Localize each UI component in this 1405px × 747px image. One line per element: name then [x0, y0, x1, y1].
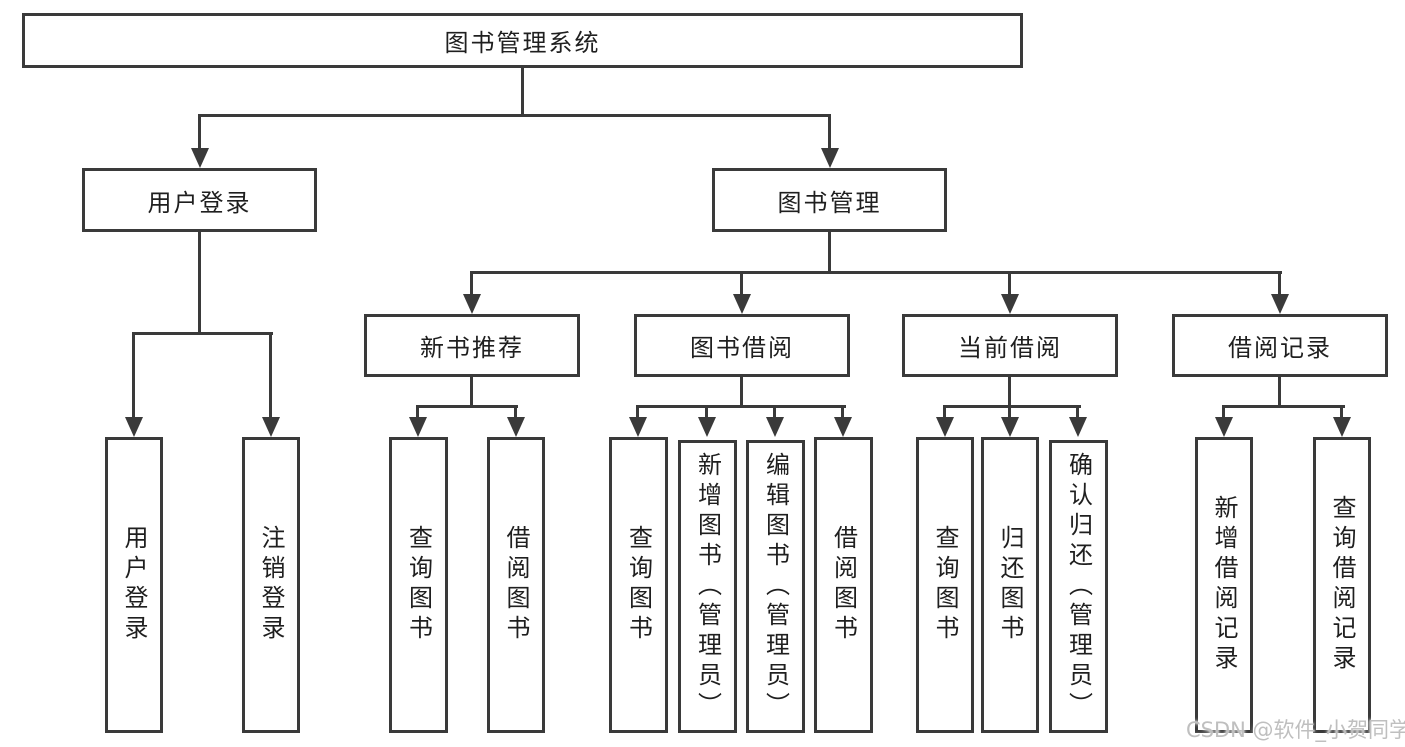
leaf-query-borrow-record: 查询借阅记录 — [1313, 437, 1371, 733]
connector-newbook-c2 — [514, 405, 517, 419]
connector-borrow-c4 — [841, 405, 844, 419]
node-current-borrowing: 当前借阅 — [902, 314, 1118, 377]
connector-mgmt-stem — [828, 232, 831, 274]
node-borrowing-records: 借阅记录 — [1172, 314, 1388, 377]
arrow-to-current-borrow — [1001, 294, 1019, 314]
connector-records-bus — [1222, 405, 1345, 408]
node-library-system-label: 图书管理系统 — [444, 29, 601, 57]
leaf-current-query-books-label: 查询图书 — [931, 525, 959, 645]
arrow-to-leaf-logout — [262, 417, 280, 437]
connector-to-new-book — [470, 271, 473, 296]
connector-current-c1 — [943, 405, 946, 419]
arrow-to-user-login — [191, 148, 209, 168]
connector-current-c2 — [1008, 405, 1011, 419]
node-new-book-recommend-label: 新书推荐 — [420, 334, 524, 362]
arrow-to-new-book — [463, 294, 481, 314]
connector-root-stem — [521, 68, 524, 116]
arrow-records-c1 — [1215, 417, 1233, 437]
connector-borrow-c1 — [636, 405, 639, 419]
arrow-to-book-mgmt — [821, 148, 839, 168]
leaf-return-books: 归还图书 — [981, 437, 1039, 733]
arrow-borrow-c1 — [629, 417, 647, 437]
node-user-login: 用户登录 — [82, 168, 317, 232]
connector-to-user-login — [198, 114, 201, 150]
arrow-current-c3 — [1069, 417, 1087, 437]
leaf-recommend-borrow-books: 借阅图书 — [487, 437, 545, 733]
arrow-to-book-borrow — [733, 294, 751, 314]
leaf-add-books-admin-label: 新增图书（管理员） — [693, 451, 722, 722]
node-book-borrowing-label: 图书借阅 — [690, 334, 794, 362]
leaf-return-books-label: 归还图书 — [996, 525, 1024, 645]
leaf-confirm-return-admin-label: 确认归还（管理员） — [1064, 451, 1093, 722]
node-book-borrowing: 图书借阅 — [634, 314, 850, 377]
leaf-borrowing-query-books-label: 查询图书 — [624, 525, 653, 645]
leaf-edit-books-admin: 编辑图书（管理员） — [746, 440, 805, 733]
leaf-add-borrow-record-label: 新增借阅记录 — [1210, 495, 1238, 675]
leaf-add-books-admin: 新增图书（管理员） — [678, 440, 737, 733]
connector-to-leaf-user-login — [132, 332, 135, 419]
connector-mgmt-bus — [470, 271, 1282, 274]
connector-to-book-borrow — [740, 271, 743, 296]
node-new-book-recommend: 新书推荐 — [364, 314, 580, 377]
connector-borrow-bus — [636, 405, 846, 408]
leaf-recommend-query-books: 查询图书 — [389, 437, 448, 733]
connector-root-bus — [198, 114, 831, 117]
connector-borrow-stem — [740, 377, 743, 408]
connector-newbook-stem — [470, 377, 473, 408]
connector-login-bus — [132, 332, 273, 335]
leaf-recommend-borrow-books-label: 借阅图书 — [502, 525, 530, 645]
connector-to-leaf-logout — [269, 332, 272, 419]
node-current-borrowing-label: 当前借阅 — [958, 334, 1062, 362]
connector-newbook-bus — [416, 405, 518, 408]
arrow-records-c2 — [1333, 417, 1351, 437]
connector-records-stem — [1278, 377, 1281, 408]
node-borrowing-records-label: 借阅记录 — [1228, 334, 1332, 362]
leaf-borrowing-borrow-books-label: 借阅图书 — [829, 525, 858, 645]
connector-records-c2 — [1340, 405, 1343, 419]
connector-borrow-c2 — [705, 405, 708, 419]
leaf-edit-books-admin-label: 编辑图书（管理员） — [761, 451, 790, 722]
arrow-borrow-c4 — [834, 417, 852, 437]
csdn-watermark: CSDN @软件_小贺同学 — [1186, 718, 1405, 742]
leaf-borrowing-query-books: 查询图书 — [609, 437, 668, 733]
leaf-confirm-return-admin: 确认归还（管理员） — [1049, 440, 1108, 733]
connector-to-current-borrow — [1008, 271, 1011, 296]
leaf-user-login-label: 用户登录 — [120, 525, 148, 645]
node-book-management: 图书管理 — [712, 168, 947, 232]
node-book-management-label: 图书管理 — [777, 188, 882, 217]
node-user-login-label: 用户登录 — [147, 188, 252, 217]
leaf-query-borrow-record-label: 查询借阅记录 — [1328, 495, 1356, 675]
leaf-logout-label: 注销登录 — [257, 525, 285, 645]
arrow-current-c1 — [936, 417, 954, 437]
leaf-recommend-query-books-label: 查询图书 — [404, 525, 433, 645]
connector-newbook-c1 — [416, 405, 419, 419]
connector-current-stem — [1008, 377, 1011, 408]
arrow-borrow-c2 — [698, 417, 716, 437]
connector-borrow-c3 — [773, 405, 776, 419]
node-library-system: 图书管理系统 — [22, 13, 1023, 68]
arrow-newbook-c1 — [409, 417, 427, 437]
leaf-user-login: 用户登录 — [105, 437, 163, 733]
arrow-borrow-c3 — [766, 417, 784, 437]
leaf-borrowing-borrow-books: 借阅图书 — [814, 437, 873, 733]
arrow-to-leaf-user-login — [125, 417, 143, 437]
leaf-current-query-books: 查询图书 — [916, 437, 974, 733]
arrow-newbook-c2 — [507, 417, 525, 437]
leaf-add-borrow-record: 新增借阅记录 — [1195, 437, 1253, 733]
connector-to-borrow-records — [1278, 271, 1281, 296]
connector-to-book-mgmt — [828, 114, 831, 150]
arrow-current-c2 — [1001, 417, 1019, 437]
arrow-to-borrow-records — [1271, 294, 1289, 314]
connector-current-c3 — [1076, 405, 1079, 419]
leaf-logout: 注销登录 — [242, 437, 300, 733]
connector-login-stem — [198, 232, 201, 334]
connector-records-c1 — [1222, 405, 1225, 419]
connector-current-bus — [943, 405, 1081, 408]
